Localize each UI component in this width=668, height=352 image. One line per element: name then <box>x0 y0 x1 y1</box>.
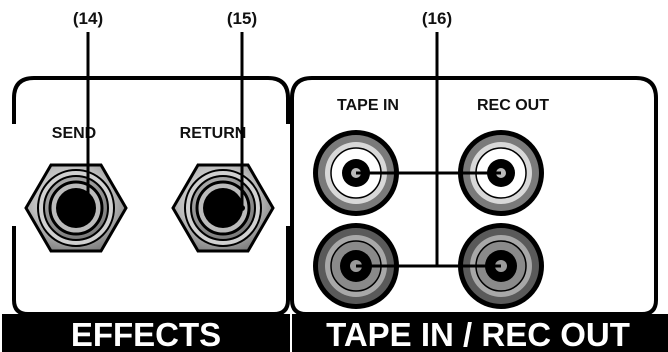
return-label: RETURN <box>180 125 247 142</box>
leader-dot-return <box>239 205 245 211</box>
tape-in-label: TAPE IN <box>337 97 399 114</box>
callout-14: (14) <box>73 9 103 28</box>
rec-out-label: REC OUT <box>477 97 549 114</box>
effects-banner <box>2 314 290 352</box>
callout-15: (15) <box>227 9 257 28</box>
tape-banner-text: TAPE IN / REC OUT <box>326 316 630 352</box>
callout-16: (16) <box>422 9 452 28</box>
return-jack[interactable] <box>171 163 275 253</box>
tape-panel-outline <box>290 76 658 316</box>
send-label: SEND <box>52 125 96 142</box>
effects-banner-text: EFFECTS <box>71 316 221 352</box>
send-jack[interactable] <box>24 163 128 253</box>
tape-banner <box>292 314 668 352</box>
leader-dot-send <box>85 205 91 211</box>
